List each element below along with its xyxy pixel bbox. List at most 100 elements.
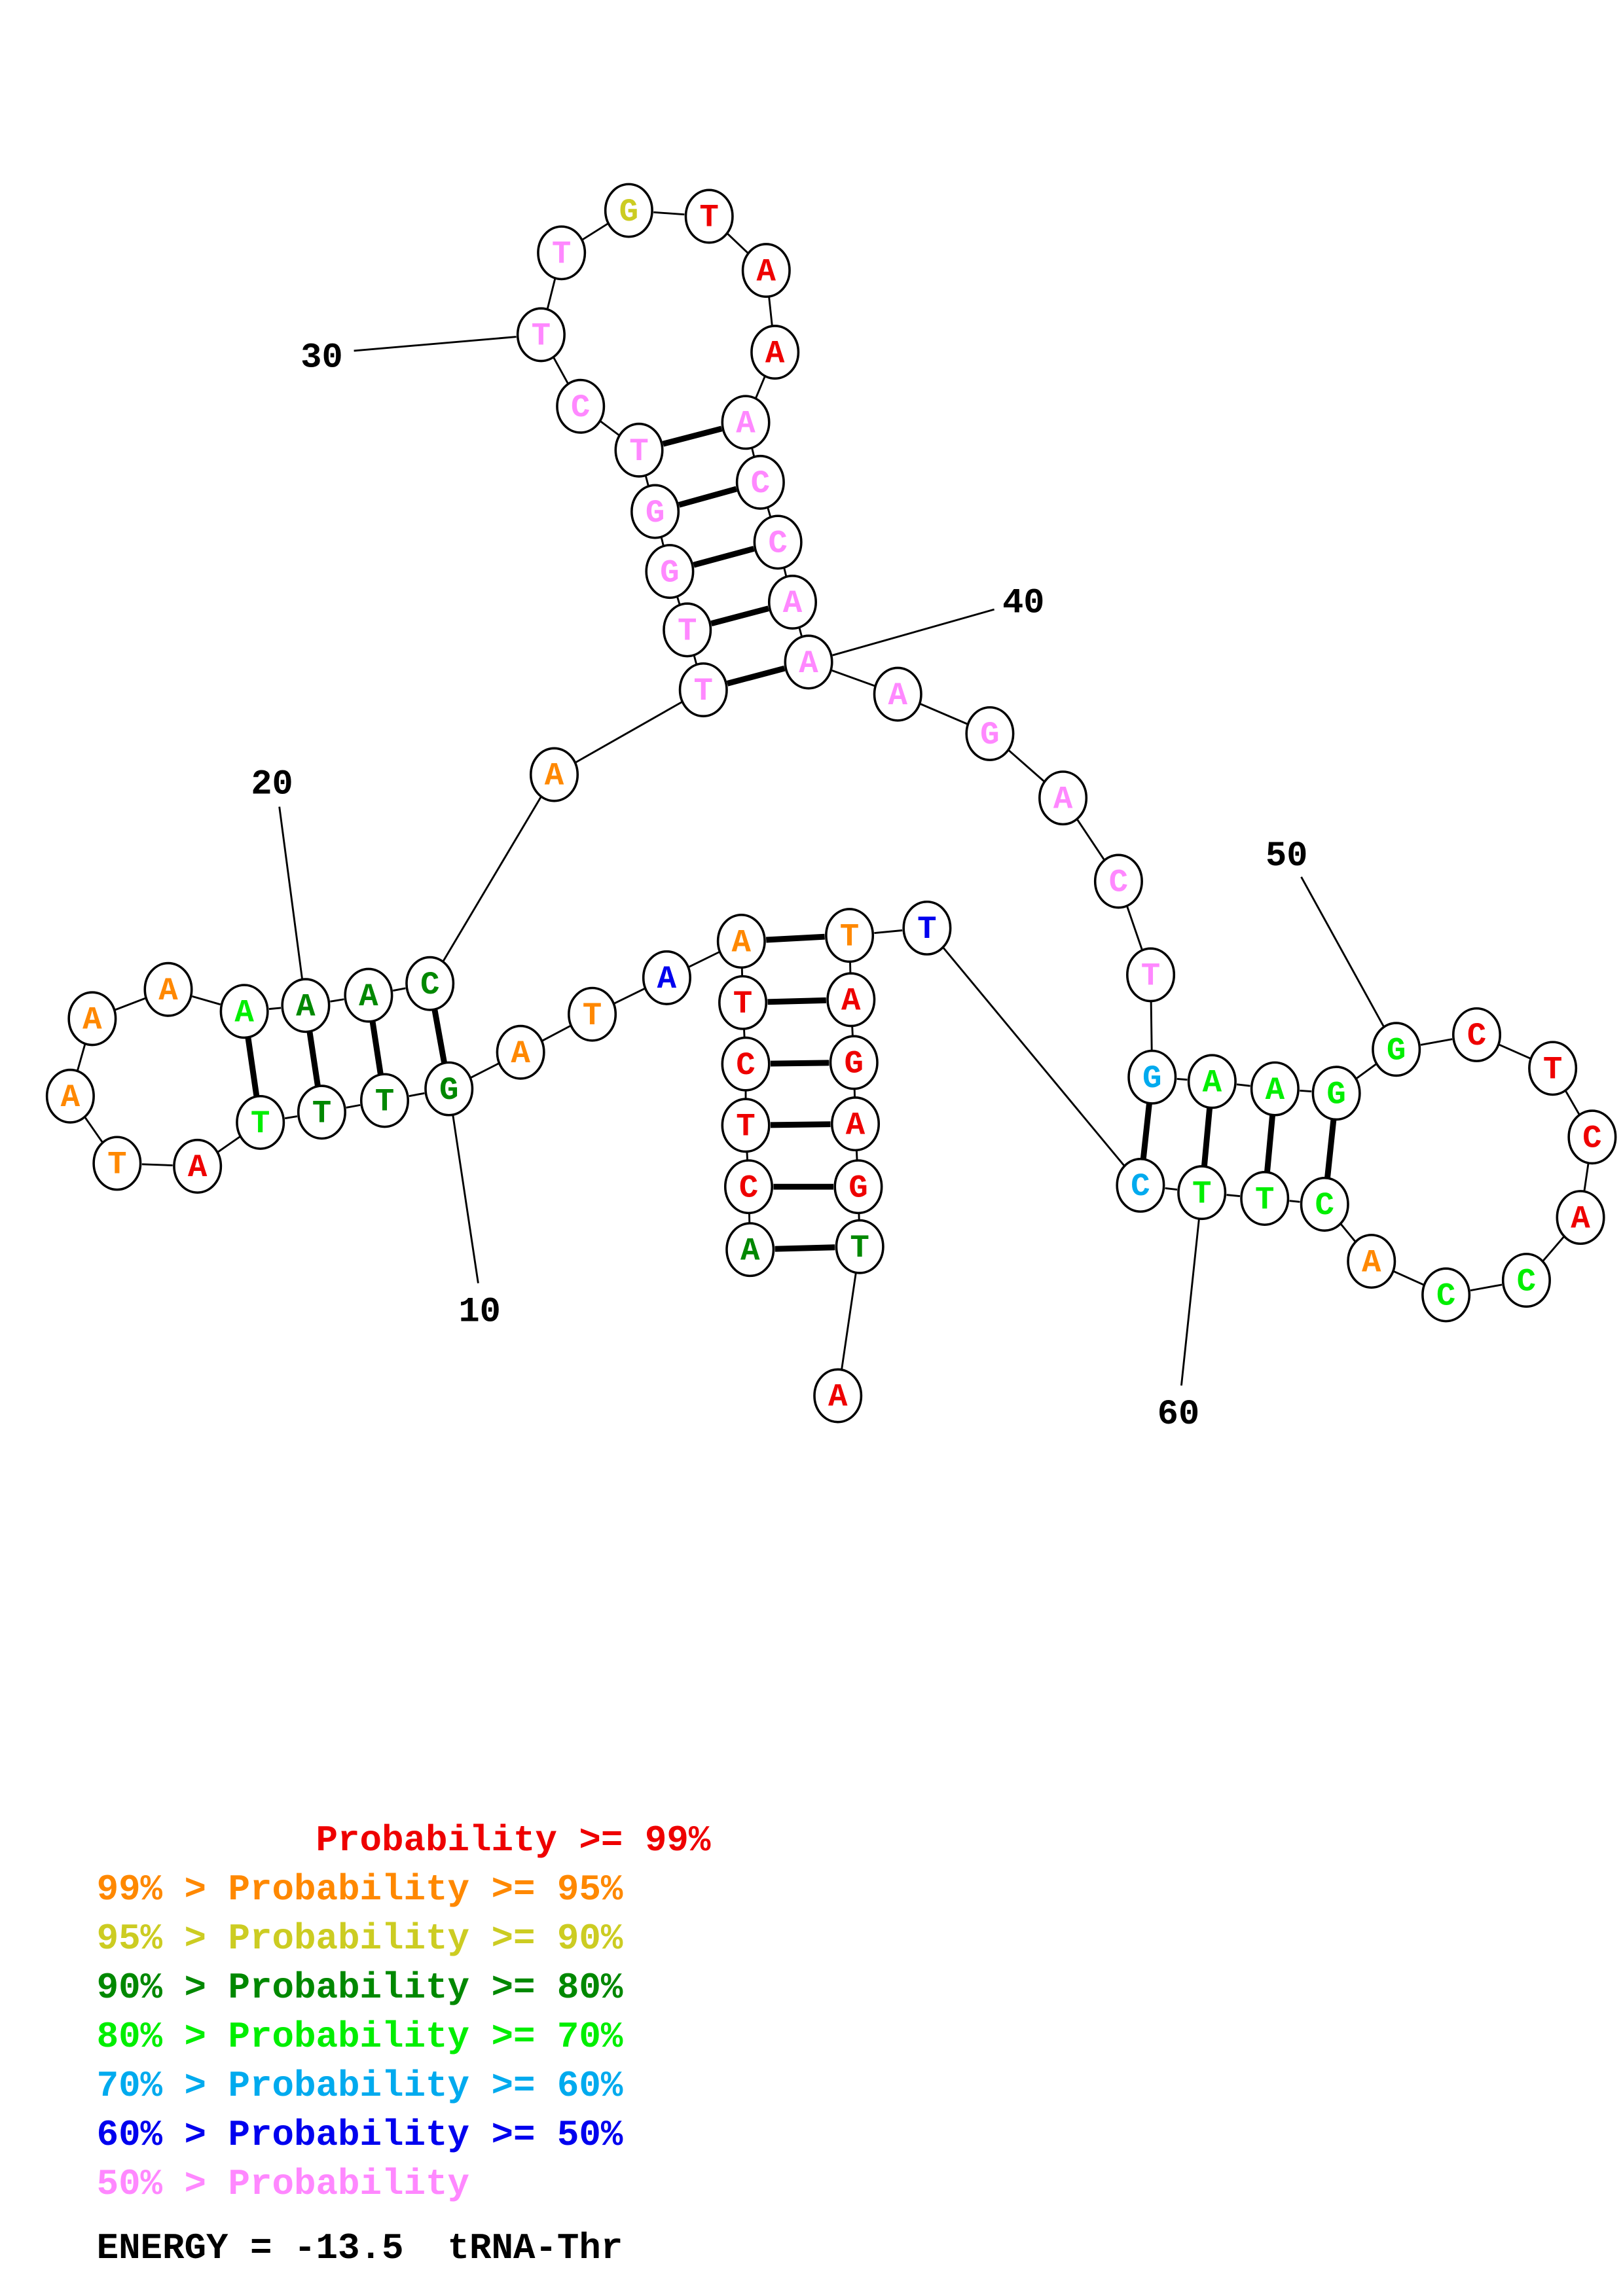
- nucleotide-24: T: [678, 662, 728, 717]
- base-pair-bond: [1324, 1117, 1337, 1180]
- nucleotide-circle: [614, 422, 664, 478]
- nucleotide-letter: A: [799, 645, 818, 682]
- base-pairs: [245, 425, 1337, 1252]
- position-label: 40: [1002, 584, 1044, 624]
- legend-entry: 70% > Probability >= 60%: [97, 2066, 623, 2107]
- nucleotide-33: T: [684, 188, 734, 244]
- nucleotide-51: C: [1451, 1007, 1502, 1062]
- backbone-link: [346, 1103, 361, 1109]
- backbone-link: [76, 1042, 86, 1073]
- nucleotide-letter: T: [583, 997, 602, 1034]
- nucleotide-circle: [835, 1219, 884, 1274]
- base-pair-bond: [431, 1007, 448, 1066]
- nucleotide-circle: [663, 602, 712, 658]
- nucleotide-circle: [723, 1159, 773, 1215]
- backbone-link: [1236, 1083, 1250, 1087]
- nucleotide-letter: G: [439, 1072, 458, 1109]
- nucleotide-circle: [829, 1035, 879, 1090]
- nucleotide-48: A: [1250, 1061, 1300, 1117]
- nucleotide-letter: G: [646, 495, 665, 531]
- nucleotide-circle: [721, 1036, 771, 1092]
- nucleotide-13: T: [236, 1094, 285, 1150]
- backbone-link: [330, 998, 344, 1003]
- nucleotide-circle: [725, 1222, 775, 1278]
- backbone-link: [1564, 1089, 1581, 1117]
- nucleotide-20: A: [281, 978, 331, 1033]
- nucleotide-circle: [604, 183, 653, 238]
- backbone-link: [552, 355, 570, 386]
- nucleotide-32: G: [604, 183, 653, 238]
- nucleotide-circle: [219, 984, 269, 1039]
- nucleotide-44: C: [1093, 853, 1143, 909]
- nucleotide-circle: [1038, 770, 1088, 826]
- nucleotide-circle: [645, 544, 695, 600]
- base-pair-bond: [710, 605, 769, 627]
- nucleotide-circle: [642, 950, 691, 1005]
- nucleotide-letter: A: [757, 253, 776, 290]
- nucleotide-36: A: [721, 395, 771, 450]
- nucleotide-12: T: [297, 1085, 346, 1140]
- backbone-link: [1076, 817, 1106, 861]
- nucleotide-circle: [1347, 1234, 1396, 1289]
- nucleotide-circle: [965, 706, 1015, 761]
- nucleotide-10: G: [424, 1061, 474, 1117]
- backbone-link: [726, 232, 749, 255]
- backbone-link: [831, 670, 875, 687]
- nucleotide-circle: [297, 1085, 346, 1140]
- backbone-link: [192, 995, 221, 1006]
- backbone-link: [614, 988, 645, 1005]
- nucleotide-circle: [721, 395, 771, 450]
- nucleotide-circle: [1421, 1267, 1471, 1323]
- base-pair-bond: [369, 1019, 384, 1077]
- nucleotide-circle: [1311, 1066, 1361, 1121]
- backbone-link: [141, 1163, 173, 1166]
- nucleotide-16: A: [45, 1068, 95, 1124]
- nucleotide-letter: T: [917, 911, 936, 948]
- probability-legend: Probability >= 99%99% > Probability >= 9…: [97, 1820, 711, 2205]
- position-label: 30: [301, 338, 342, 378]
- base-pair-bond: [662, 425, 723, 447]
- nucleotide-letter: G: [660, 554, 679, 591]
- backbone-link: [217, 1136, 241, 1153]
- backbone-link: [115, 997, 146, 1011]
- nucleotide-circle: [143, 961, 193, 1017]
- backbone-link: [1393, 1270, 1424, 1286]
- nucleotide-letter: A: [1571, 1200, 1590, 1237]
- nucleotide-66: A: [830, 1096, 881, 1152]
- backbone-link: [754, 374, 767, 400]
- nucleotide-circle: [67, 991, 117, 1047]
- nucleotide-circle: [813, 1368, 863, 1424]
- nucleotide-letter: G: [845, 1046, 864, 1083]
- backbone-link: [284, 1115, 298, 1120]
- nucleotide-letter: T: [699, 200, 718, 236]
- nucleotide-letter: T: [629, 433, 648, 470]
- nucleotide-letter: A: [783, 585, 803, 622]
- nucleotide-letter: C: [739, 1170, 758, 1206]
- backbone-link: [600, 420, 620, 437]
- nucleotide-9: A: [496, 1024, 545, 1080]
- backbone-link: [767, 295, 774, 328]
- nucleotide-circle: [1187, 1054, 1237, 1109]
- legend-entry: 50% > Probability: [97, 2164, 469, 2205]
- nucleotide-letter: A: [296, 989, 316, 1026]
- nucleotide-7: A: [642, 950, 691, 1005]
- nucleotide-letter: C: [420, 967, 439, 1003]
- nucleotide-letter: G: [1387, 1033, 1406, 1069]
- position-label: 50: [1266, 836, 1307, 876]
- nucleotide-circle: [1300, 1176, 1349, 1232]
- nucleotide-letter: T: [736, 1109, 755, 1145]
- backbone-link: [409, 1092, 425, 1098]
- nucleotide-letter: G: [1326, 1076, 1345, 1113]
- nucleotide-6: A: [716, 914, 766, 969]
- base-pair-bond: [1201, 1105, 1213, 1168]
- nucleotide-letter: T: [552, 236, 571, 273]
- nucleotide-letter: A: [545, 758, 564, 795]
- nucleotide-circle: [1567, 1109, 1617, 1165]
- nucleotide-circle: [1556, 1190, 1605, 1246]
- nucleotide-letter: C: [1315, 1187, 1334, 1224]
- legend-entry: 90% > Probability >= 80%: [97, 1967, 623, 2009]
- nucleotide-letter: G: [1142, 1060, 1161, 1097]
- nucleotide-letter: C: [768, 526, 787, 562]
- nucleotide-56: C: [1421, 1267, 1471, 1323]
